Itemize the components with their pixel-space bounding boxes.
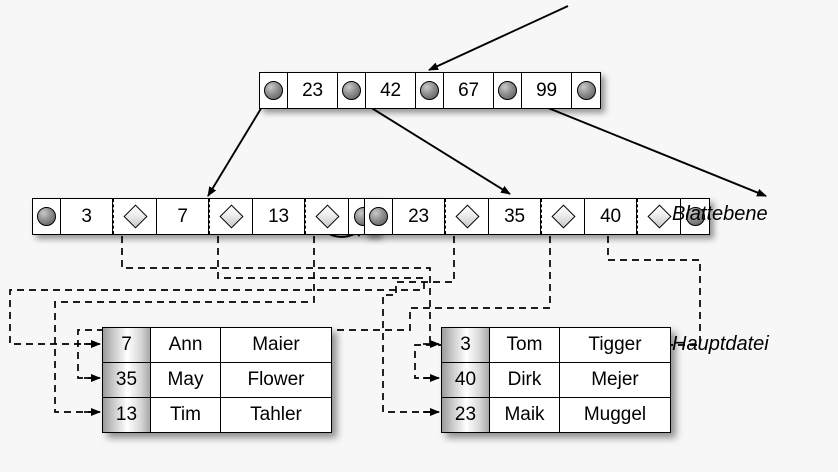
table-cell-key: 23 (442, 398, 490, 432)
key-cell: 13 (253, 199, 305, 234)
table-cell-key: 40 (442, 363, 490, 397)
leaf-node-right[interactable]: 23 35 40 (364, 198, 710, 235)
key-cell: 3 (61, 199, 113, 234)
key-cell: 23 (288, 73, 338, 108)
key-cell: 67 (444, 73, 494, 108)
table-cell-last: Mejer (591, 369, 639, 390)
table-cell-last: Tigger (588, 334, 642, 355)
leaf-right-record-ref-23[interactable] (445, 199, 489, 234)
pointer-knob-icon (498, 81, 517, 100)
record-pointer-diamond-icon (122, 204, 148, 229)
root-pointer-1[interactable] (338, 73, 366, 108)
table-cell-last: Muggel (583, 404, 647, 425)
record-pointer-diamond-icon (646, 204, 672, 229)
table-cell-last: Flower (247, 369, 305, 390)
table-cell-key: 7 (103, 328, 151, 362)
pointer-knob-icon (264, 81, 283, 100)
pointer-knob-icon (576, 81, 596, 100)
key-cell: 35 (489, 199, 541, 234)
leaf-level-label: Blattebene (672, 203, 768, 225)
table-cell-first: Tom (490, 328, 560, 362)
table-cell-first: Dirk (490, 363, 560, 397)
table-cell-first: Tim (151, 398, 221, 432)
record-pointer-diamond-icon (454, 204, 480, 229)
table-cell-key: 13 (103, 398, 151, 432)
key-cell: 23 (393, 199, 445, 234)
key-cell: 99 (522, 73, 572, 108)
table-cell-last: Tahler (250, 404, 302, 425)
pointer-knob-icon (369, 207, 388, 226)
arrow-into-root (428, 5, 569, 71)
table-cell-first: Ann (151, 328, 221, 362)
record-pointer-diamond-icon (314, 204, 340, 229)
leaf-right-record-ref-35[interactable] (541, 199, 585, 234)
arrow-root-to-right-subtree (515, 94, 767, 197)
pointer-knob-icon (37, 207, 56, 226)
table-cell-first: May (151, 363, 221, 397)
table-cell-key: 35 (103, 363, 151, 397)
leaf-node-left[interactable]: 3 7 13 (32, 198, 378, 235)
leaf-left-prev-pointer[interactable] (33, 199, 61, 234)
key-cell: 42 (366, 73, 416, 108)
record-pointer-diamond-icon (550, 204, 576, 229)
leaf-left-record-ref-3[interactable] (113, 199, 157, 234)
record-pointer-diamond-icon (218, 204, 244, 229)
root-pointer-0[interactable] (260, 73, 288, 108)
root-pointer-2[interactable] (416, 73, 444, 108)
leaf-right-prev-pointer[interactable] (365, 199, 393, 234)
arrow-root-to-right-leaf (348, 93, 511, 195)
key-cell: 7 (157, 199, 209, 234)
root-pointer-4[interactable] (572, 73, 600, 108)
index-root-node[interactable]: 23 42 67 99 (259, 72, 601, 109)
leaf-left-record-ref-7[interactable] (209, 199, 253, 234)
table-cell-last: Maier (252, 334, 300, 355)
leaf-right-next-pointer[interactable] (681, 199, 709, 234)
pointer-knob-icon (420, 81, 439, 100)
root-pointer-3[interactable] (494, 73, 522, 108)
leaf-left-record-ref-13[interactable] (305, 199, 349, 234)
table-cell-first: Maik (490, 398, 560, 432)
key-cell: 40 (585, 199, 637, 234)
leaf-right-record-ref-40[interactable] (637, 199, 681, 234)
table-cell-key: 3 (442, 328, 490, 362)
pointer-knob-icon (342, 81, 361, 100)
pointer-knob-icon (685, 207, 705, 226)
main-file-label: Hauptdatei (672, 333, 769, 355)
